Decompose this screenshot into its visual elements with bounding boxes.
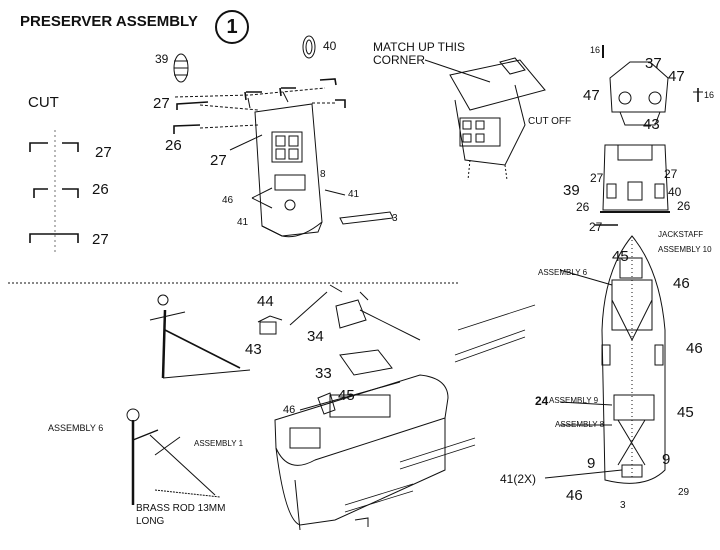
part-27-label: 27 xyxy=(92,231,109,248)
part-41-2x-label: 41(2X) xyxy=(500,472,537,486)
assembly-10-label: ASSEMBLY 10 xyxy=(658,245,712,254)
part-34-label: 34 xyxy=(307,328,324,345)
preserver-40-part xyxy=(302,35,316,59)
part-26-label: 26 xyxy=(576,200,590,214)
mast-assembly xyxy=(149,294,251,379)
part-46-label: 46 xyxy=(673,275,690,292)
part-40-label: 40 xyxy=(668,185,682,199)
cut-off-label: CUT OFF xyxy=(528,116,572,127)
brass-rod-length-label: LONG xyxy=(136,516,165,527)
assembly-6-mast xyxy=(126,408,221,505)
pilothouse-top-parts xyxy=(602,45,703,126)
part-37-label: 37 xyxy=(645,55,662,72)
part-16-label: 16 xyxy=(590,45,601,55)
part-27-label: 27 xyxy=(95,144,112,161)
part-33-label: 33 xyxy=(315,365,332,382)
page-title: PRESERVER ASSEMBLY xyxy=(20,13,198,30)
cut-rail-diagram xyxy=(29,130,79,255)
part-43-label: 43 xyxy=(643,116,660,133)
deckhouse-front-view xyxy=(595,144,670,226)
part-44-label: 44 xyxy=(257,293,274,310)
part-27-label: 27 xyxy=(590,171,604,185)
assembly-6-label: ASSEMBLY 6 xyxy=(48,423,104,433)
part-9-label: 9 xyxy=(587,455,596,472)
cut-label: CUT xyxy=(28,94,59,111)
part-39-label: 39 xyxy=(155,52,169,66)
part-41-label: 41 xyxy=(237,217,249,228)
assembly-6-label: ASSEMBLY 6 xyxy=(538,268,588,277)
part-26-label: 26 xyxy=(92,181,109,198)
match-up-label: MATCH UP THIS xyxy=(373,40,466,54)
step-number-badge: 1 xyxy=(215,10,249,44)
part-46-label: 46 xyxy=(222,195,234,206)
railing-parts xyxy=(344,304,536,513)
part-45-label: 45 xyxy=(612,248,629,265)
deckhouse-corner-view xyxy=(424,57,546,181)
part-8-label: 8 xyxy=(320,169,326,180)
part-3-label: 3 xyxy=(620,500,626,511)
part-24-label: 24 xyxy=(535,394,549,408)
hull-top-view xyxy=(544,235,666,484)
part-26-label: 26 xyxy=(165,137,182,154)
main-hull-side-view xyxy=(274,374,449,531)
assembly-9-label: ASSEMBLY 9 xyxy=(549,396,599,405)
part-27-label: 27 xyxy=(589,220,603,234)
part-9-label: 9 xyxy=(662,451,671,468)
assembly-8-label: ASSEMBLY 8 xyxy=(555,420,605,429)
part-39-label: 39 xyxy=(563,182,580,199)
part-27-label: 27 xyxy=(664,167,678,181)
deckhouse-top-view xyxy=(173,78,394,238)
small-parts xyxy=(257,284,421,415)
part-27-label: 27 xyxy=(153,95,170,112)
part-26-label: 26 xyxy=(677,199,691,213)
part-43-label: 43 xyxy=(245,341,262,358)
part-27-label: 27 xyxy=(210,152,227,169)
part-29-label: 29 xyxy=(678,487,690,498)
part-47-label: 47 xyxy=(583,87,600,104)
corner-label: CORNER xyxy=(373,53,426,67)
preserver-39-part xyxy=(173,53,189,83)
brass-rod-label: BRASS ROD 13MM xyxy=(136,503,226,514)
part-46-label: 46 xyxy=(686,340,703,357)
part-46-label: 46 xyxy=(283,404,296,416)
part-41-label: 41 xyxy=(348,189,360,200)
part-3-label: 3 xyxy=(392,213,398,224)
part-45-label: 45 xyxy=(677,404,694,421)
jackstaff-label: JACKSTAFF xyxy=(658,230,704,239)
part-45-label: 45 xyxy=(338,387,355,404)
part-47-label: 47 xyxy=(668,68,685,85)
assembly-1-label: ASSEMBLY 1 xyxy=(194,439,244,448)
part-16-label: 16 xyxy=(704,90,715,100)
part-46-label: 46 xyxy=(566,487,583,504)
part-40-label: 40 xyxy=(323,39,337,53)
